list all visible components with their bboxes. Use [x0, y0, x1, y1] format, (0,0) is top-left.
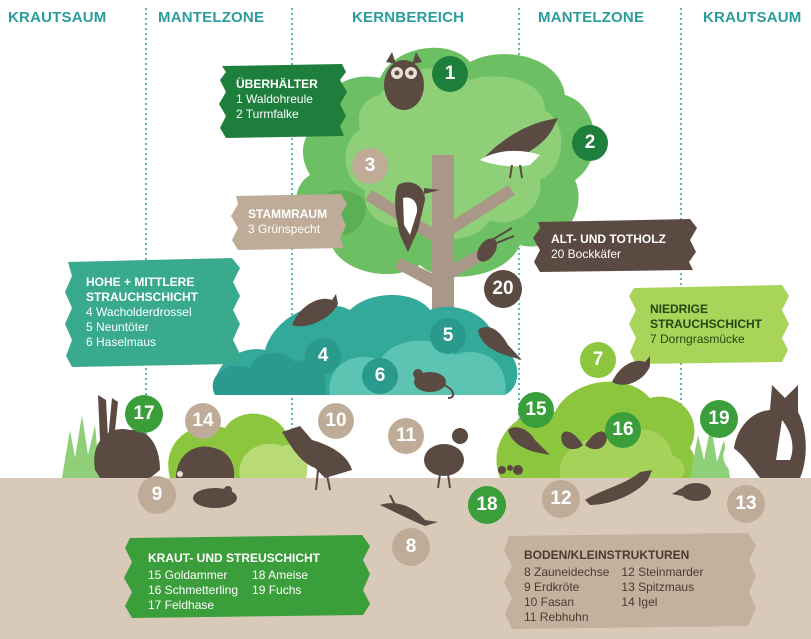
box-line: 8 Zauneidechse — [524, 565, 610, 579]
box-totholz: ALT- UND TOTHOLZ 20 Bockkäfer — [541, 225, 676, 269]
badge-8: 8 — [392, 528, 430, 566]
longhorn-beetle-icon — [477, 227, 515, 262]
badge-13: 13 — [727, 485, 765, 523]
box-backgrounds — [65, 64, 789, 629]
badge-16: 16 — [605, 412, 641, 448]
zone-label-right-outer: KRAUTSAUM — [703, 9, 802, 26]
box-stammraum: STAMMRAUM 3 Grünspecht — [238, 200, 337, 244]
zone-label-center: KERNBEREICH — [352, 9, 465, 26]
lizard-icon — [380, 494, 438, 526]
box-line: 3 Grünspecht — [248, 222, 321, 236]
falcon-icon — [480, 118, 558, 179]
hare-icon — [94, 395, 160, 478]
box-line: 9 Erdkröte — [524, 580, 580, 594]
box-boden-kleinstrukturen: BODEN/KLEINSTRUKTUREN 8 Zauneidechse 9 E… — [514, 541, 754, 632]
zone-label-right-mid: MANTELZONE — [538, 9, 645, 26]
badge-20: 20 — [484, 270, 522, 308]
box-line: 5 Neuntöter — [86, 320, 149, 334]
badge-18: 18 — [468, 486, 506, 524]
box-kraut-streuschicht: KRAUT- UND STREUSCHICHT 15 Goldammer 16 … — [138, 544, 366, 620]
red-backed-shrike-icon — [478, 326, 522, 360]
ant-icon — [498, 465, 523, 475]
pheasant-icon — [282, 426, 352, 491]
badge-5: 5 — [430, 318, 466, 354]
box-line: 15 Goldammer — [148, 568, 228, 582]
box-line: 2 Turmfalke — [236, 107, 299, 121]
badge-3: 3 — [352, 148, 388, 184]
box-title: HOHE + MITTLERE — [86, 275, 195, 289]
box-line: 12 Steinmarder — [621, 565, 704, 579]
badge-4: 4 — [305, 338, 341, 374]
box-title: NIEDRIGE — [650, 302, 709, 316]
zone-label-left-outer: KRAUTSAUM — [8, 9, 107, 26]
badge-7: 7 — [580, 342, 616, 378]
box-title: BODEN/KLEINSTRUKTUREN — [524, 548, 690, 562]
fieldfare-icon — [292, 294, 338, 327]
box-title: STRAUCHSCHICHT — [86, 290, 198, 304]
badge-17: 17 — [125, 395, 163, 433]
badge-19: 19 — [700, 400, 738, 438]
box-line: 20 Bockkäfer — [551, 247, 622, 261]
box-title: ALT- UND TOTHOLZ — [551, 232, 666, 246]
box-line: 6 Haselmaus — [86, 335, 157, 349]
box-title: ÜBERHÄLTER — [236, 77, 318, 91]
dormouse-icon — [413, 369, 455, 399]
badge-14: 14 — [185, 403, 221, 439]
badge-9: 9 — [138, 476, 176, 514]
box-hohe-strauchschicht: HOHE + MITTLERE STRAUCHSCHICHT 4 Wachold… — [76, 268, 208, 357]
box-niedrige-strauchschicht: NIEDRIGE STRAUCHSCHICHT 7 Dorngrasmücke — [640, 295, 772, 354]
box-line: 11 Rebhuhn — [524, 610, 589, 624]
box-line: 7 Dorngrasmücke — [650, 332, 745, 346]
badge-2: 2 — [572, 125, 608, 161]
zone-label-left-mid: MANTELZONE — [158, 9, 265, 26]
badge-10: 10 — [318, 403, 354, 439]
box-line: 13 Spitzmaus — [621, 580, 695, 594]
badge-11: 11 — [388, 418, 424, 454]
marten-icon — [585, 470, 652, 505]
badge-12: 12 — [542, 480, 580, 518]
box-line: 16 Schmetterling — [148, 583, 239, 597]
badge-15: 15 — [518, 392, 554, 428]
box-line: 19 Fuchs — [252, 583, 302, 597]
box-title: KRAUT- UND STREUSCHICHT — [148, 551, 320, 565]
shrew-icon — [672, 483, 711, 501]
partridge-icon — [424, 428, 468, 489]
box-line: 17 Feldhase — [148, 598, 215, 612]
green-woodpecker-icon — [395, 182, 440, 252]
badge-6: 6 — [362, 358, 398, 394]
fox-icon — [723, 385, 806, 478]
box-ueberhaelter: ÜBERHÄLTER 1 Waldohreule 2 Turmfalke — [226, 70, 328, 129]
box-title: STRAUCHSCHICHT — [650, 317, 762, 331]
toad-icon — [193, 486, 237, 508]
badge-1: 1 — [432, 56, 468, 92]
yellowhammer-icon — [508, 427, 550, 455]
box-line: 10 Fasan — [524, 595, 575, 609]
box-line: 14 Igel — [621, 595, 658, 609]
box-line: 18 Ameise — [252, 568, 309, 582]
box-line: 4 Wacholderdrossel — [86, 305, 192, 319]
box-line: 1 Waldohreule — [236, 92, 313, 106]
hedgehog-icon — [176, 446, 235, 478]
box-title: STAMMRAUM — [248, 207, 328, 221]
whitethroat-icon — [612, 356, 650, 385]
butterfly-icon — [561, 431, 607, 450]
owl-icon — [384, 52, 424, 110]
